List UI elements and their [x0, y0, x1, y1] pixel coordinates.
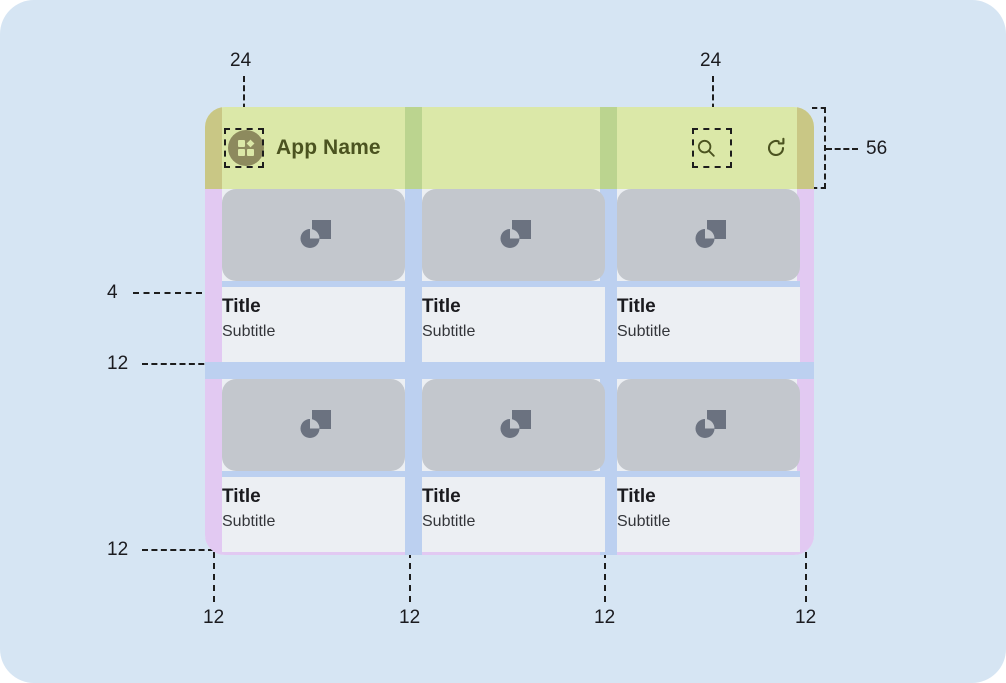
appbar-margin-left: [205, 107, 222, 189]
card-media-title-gap: [222, 471, 405, 477]
card-title: Title: [422, 486, 461, 507]
card-text: Title Subtitle: [617, 477, 800, 552]
app-title: App Name: [276, 136, 381, 159]
card-subtitle: Subtitle: [617, 513, 671, 530]
annotation-bottom-gutter-1: 12: [203, 607, 225, 628]
card-media-title-gap: [422, 471, 605, 477]
card[interactable]: Title Subtitle: [617, 189, 800, 362]
card-grid: Title Subtitle Title Subtitle: [205, 189, 814, 555]
card-text: Title Subtitle: [422, 287, 605, 362]
app-bar: App Name: [205, 107, 814, 189]
card-media-title-gap: [422, 281, 605, 287]
card-media: [422, 189, 605, 281]
card-text: Title Subtitle: [617, 287, 800, 362]
annotation-row-gap-leader-line: [142, 363, 223, 365]
annotation-media-title-gap-leader-line: [133, 292, 223, 294]
card-subtitle: Subtitle: [617, 323, 671, 340]
annotation-row-gap: 12: [107, 353, 129, 374]
refresh-button[interactable]: [758, 130, 794, 166]
card[interactable]: Title Subtitle: [422, 379, 605, 552]
apps-grid-icon[interactable]: [228, 130, 264, 166]
card-text: Title Subtitle: [222, 287, 405, 362]
annotation-bottom-margin-leader-line: [142, 549, 214, 551]
annotation-bottom-gutter-4-line: [805, 552, 807, 602]
card-title: Title: [222, 296, 261, 317]
appbar-gutter-1: [405, 107, 422, 189]
card-title: Title: [422, 296, 461, 317]
card-subtitle: Subtitle: [422, 513, 476, 530]
annotation-bottom-gutter-2: 12: [399, 607, 421, 628]
card-media-title-gap: [222, 281, 405, 287]
annotation-logo-leader-line: [243, 76, 245, 128]
annotation-bottom-gutter-3-line: [604, 552, 606, 602]
card[interactable]: Title Subtitle: [222, 379, 405, 552]
card[interactable]: Title Subtitle: [222, 189, 405, 362]
card-text: Title Subtitle: [222, 477, 405, 552]
card-media: [222, 189, 405, 281]
appbar-margin-right: [797, 107, 814, 189]
card-title: Title: [222, 486, 261, 507]
annotation-appbar-height: 56: [866, 138, 888, 159]
card-media-title-gap: [617, 471, 800, 477]
annotation-bottom-gutter-2-line: [409, 552, 411, 602]
annotation-bottom-gutter-1-line: [213, 552, 215, 602]
card-title: Title: [617, 486, 656, 507]
card-subtitle: Subtitle: [222, 323, 276, 340]
card-media-title-gap: [617, 281, 800, 287]
annotation-logo-touch-target: 24: [230, 50, 252, 71]
card-media: [617, 379, 800, 471]
card[interactable]: Title Subtitle: [617, 379, 800, 552]
card-media: [422, 379, 605, 471]
annotation-bottom-margin: 12: [107, 539, 129, 560]
grid-gutter-row-1: [205, 362, 814, 379]
app-frame: App Name: [205, 107, 814, 555]
search-button[interactable]: [688, 130, 724, 166]
annotation-media-title-gap: 4: [107, 282, 118, 303]
card-media: [617, 189, 800, 281]
annotation-search-touch-target: 24: [700, 50, 722, 71]
card-media: [222, 379, 405, 471]
card-title: Title: [617, 296, 656, 317]
annotation-bottom-gutter-3: 12: [594, 607, 616, 628]
appbar-gutter-2: [600, 107, 617, 189]
annotation-appbar-height-bracket: [812, 107, 826, 189]
annotation-appbar-height-leader-line: [826, 148, 858, 150]
annotation-search-leader-line: [712, 76, 714, 128]
card-subtitle: Subtitle: [222, 513, 276, 530]
card-text: Title Subtitle: [422, 477, 605, 552]
annotation-bottom-gutter-4: 12: [795, 607, 817, 628]
card[interactable]: Title Subtitle: [422, 189, 605, 362]
card-subtitle: Subtitle: [422, 323, 476, 340]
